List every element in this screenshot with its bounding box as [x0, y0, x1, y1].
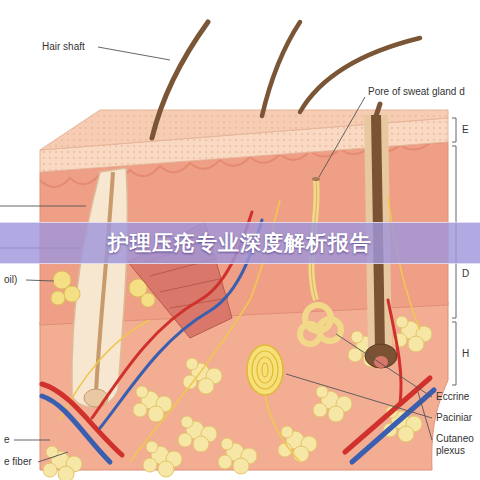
- nerve-fibers: [60, 196, 420, 462]
- part-label: e fiber: [4, 456, 32, 468]
- layer-label: H: [462, 348, 469, 360]
- part-label: Eccrine: [436, 391, 469, 403]
- part-label: oil): [4, 274, 17, 286]
- hair-shafts: [152, 22, 420, 138]
- part-label: Cutaneo plexus: [436, 433, 478, 457]
- banner-title: 护理压疮专业深度解析报告: [108, 229, 372, 257]
- title-banner: 护理压疮专业深度解析报告: [0, 222, 480, 264]
- pacinian-corpuscle: [247, 345, 283, 395]
- part-label: Hair shaft: [42, 41, 85, 53]
- part-label: Pore of sweat gland d: [368, 86, 465, 98]
- hair-follicle: [72, 168, 128, 407]
- part-label: Paciniar: [436, 412, 472, 424]
- part-label: e: [4, 434, 10, 446]
- layer-label: E: [462, 124, 469, 136]
- layer-label: D: [462, 268, 469, 280]
